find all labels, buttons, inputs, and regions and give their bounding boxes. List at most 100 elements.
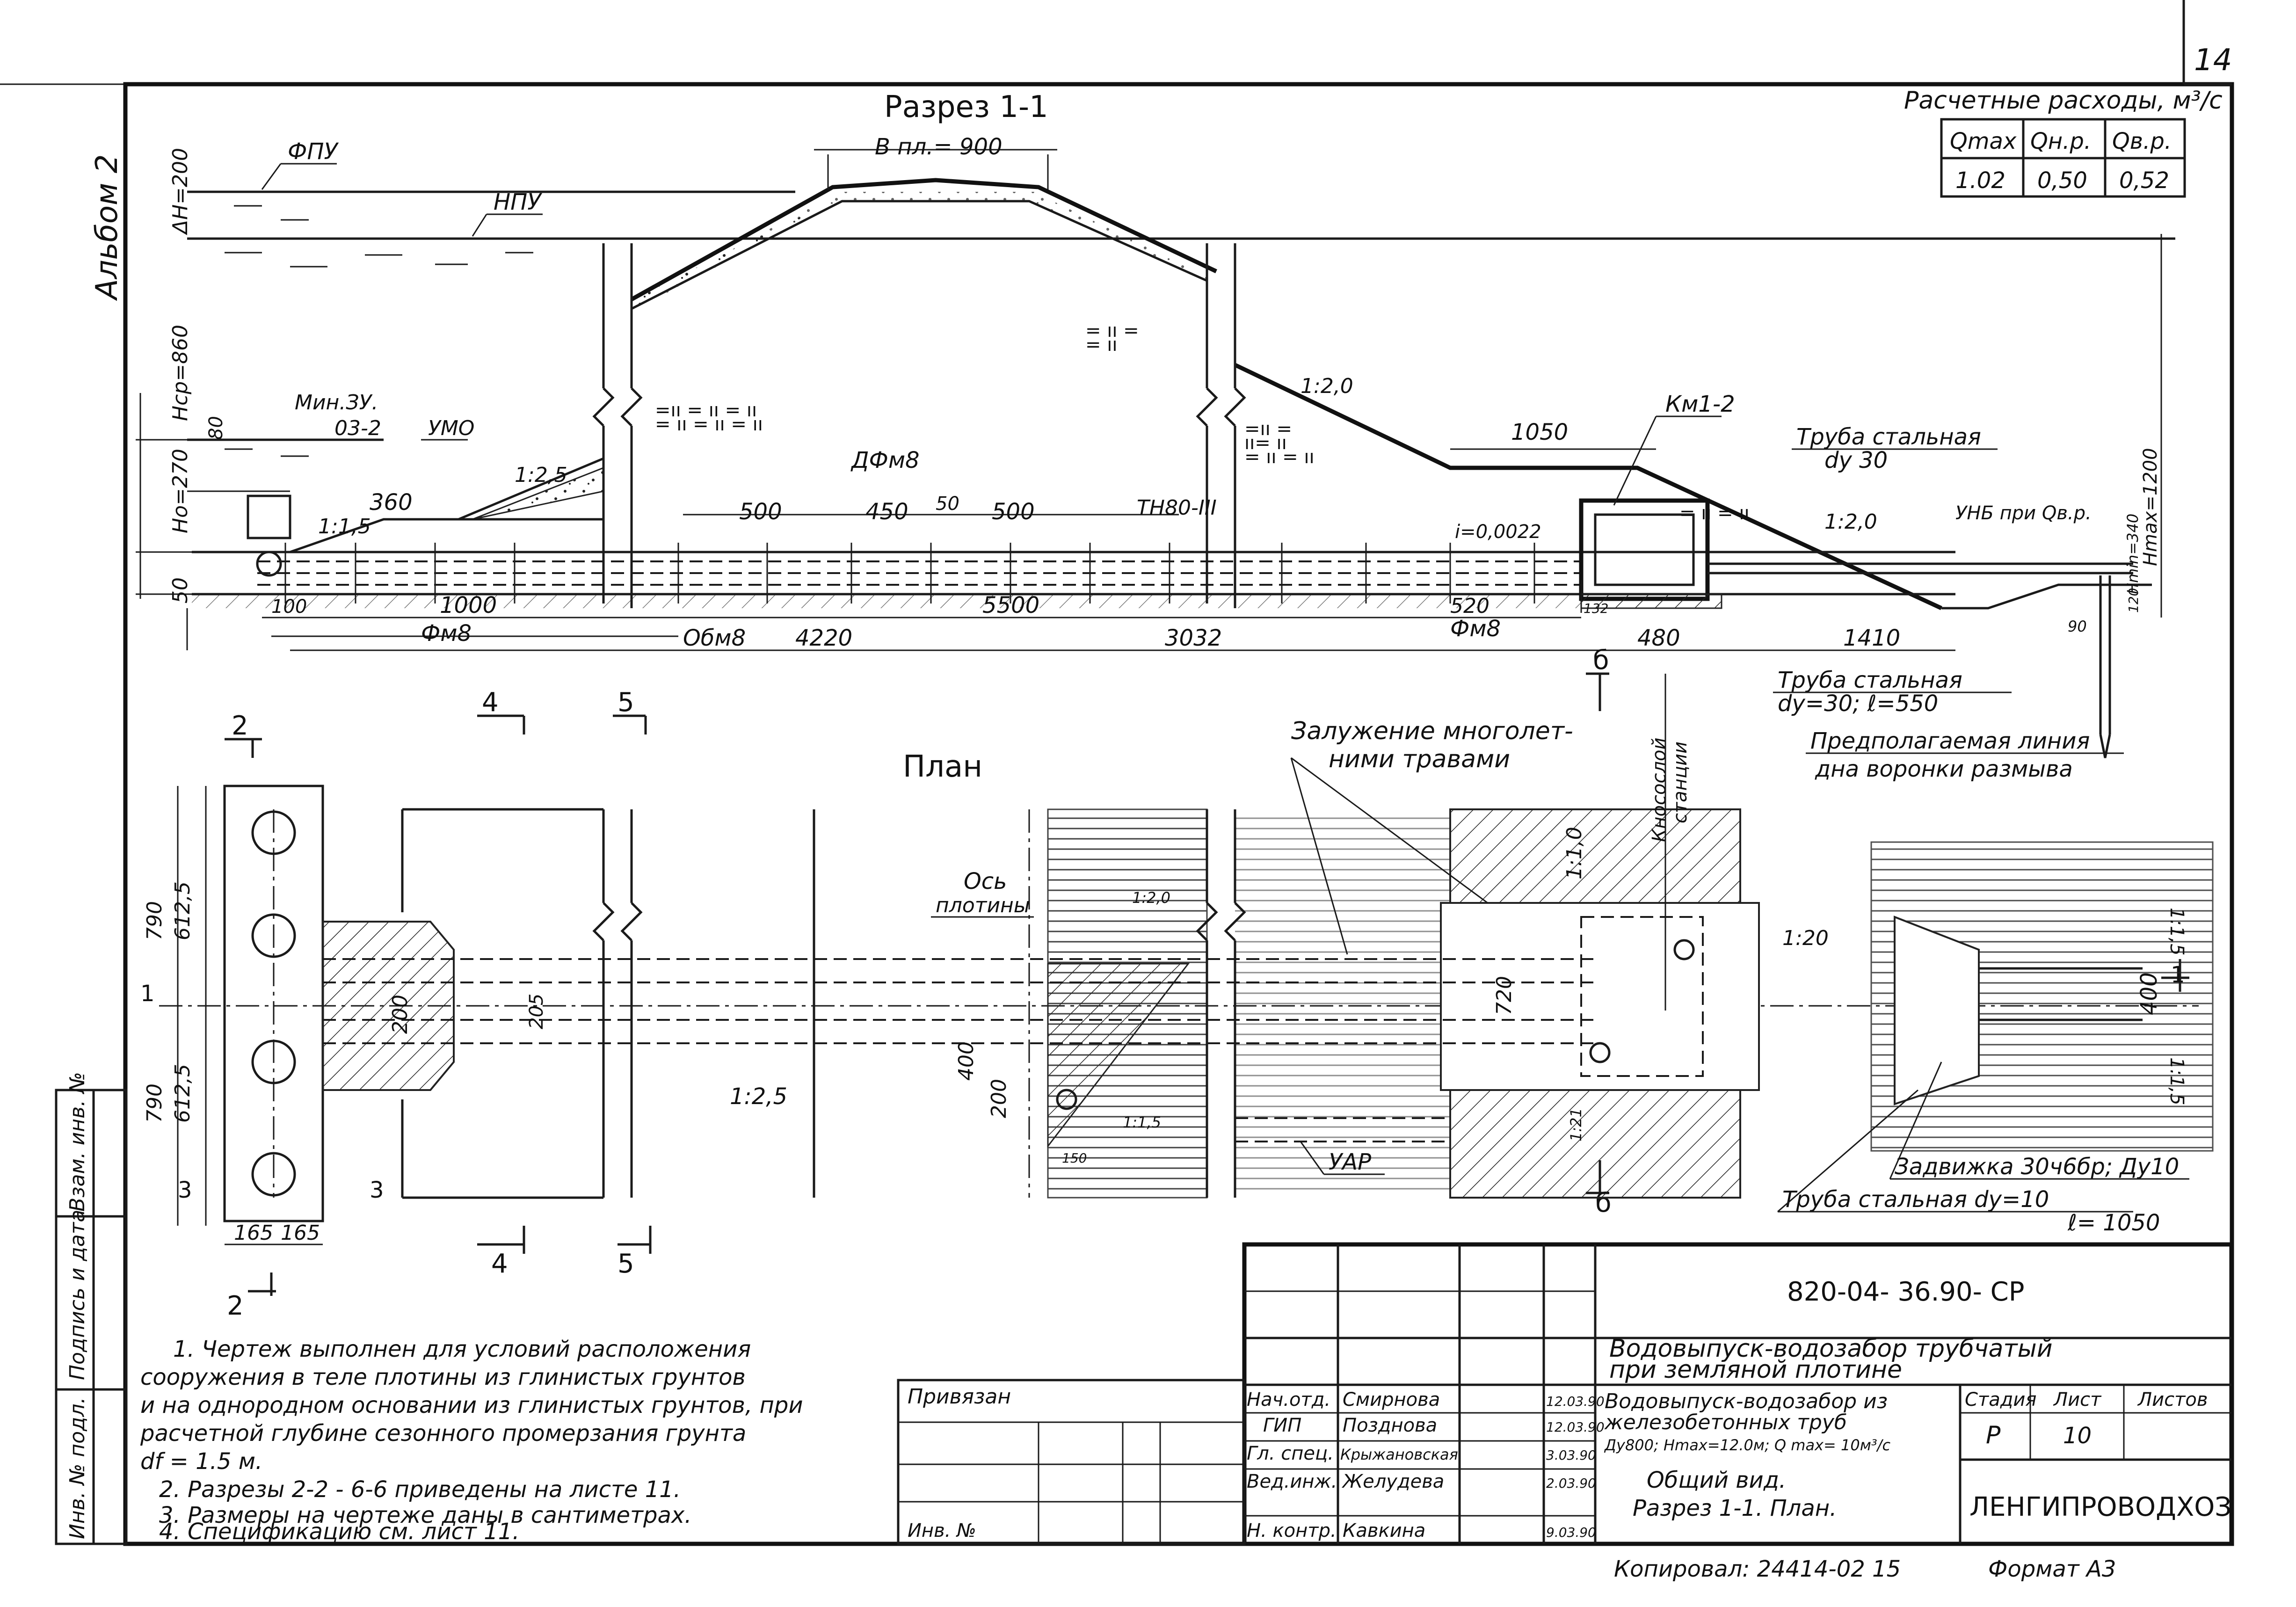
d120-label: 120 bbox=[2126, 588, 2141, 613]
tb-name-1: Смирнова bbox=[1343, 1389, 1440, 1411]
tb-copied: Копировал: 24414-02 15 bbox=[1614, 1556, 1901, 1582]
tb-role-2: ГИП bbox=[1263, 1415, 1301, 1436]
d450-label: 450 bbox=[865, 499, 908, 525]
flow-v3: 0,52 bbox=[2119, 167, 2169, 194]
d500a-label: 500 bbox=[739, 499, 782, 525]
d1050-label: 1050 bbox=[1511, 419, 1568, 445]
section-title: Разрез 1-1 bbox=[884, 90, 1048, 124]
d480-label: 480 bbox=[1637, 625, 1680, 651]
svg-text:=ıı = ıı = ıı: =ıı = ıı = ıı bbox=[655, 400, 757, 421]
tb-title-2: при земляной плотине bbox=[1609, 1356, 1902, 1384]
grass-label-1: Залужение многолет- bbox=[1291, 717, 1573, 745]
slope-i-label: i=0,0022 bbox=[1455, 521, 1541, 543]
break-lines bbox=[592, 243, 1246, 608]
tb-stage-h: Стадия bbox=[1965, 1389, 2036, 1411]
fm8b-label: Фм8 bbox=[1450, 616, 1501, 642]
obm8-label: Обм8 bbox=[683, 625, 746, 651]
slope-20p-label: 1:2,0 bbox=[1132, 889, 1170, 907]
soil-marks: = ıı = = ıı =ıı = ıı = ıı = ıı = ıı = ıı… bbox=[655, 320, 1750, 524]
stamp-podpis: Подпись и дата bbox=[65, 1210, 89, 1380]
cut4-top: 4 bbox=[482, 687, 499, 718]
pipe-section bbox=[192, 494, 2152, 758]
flow-h3: Qв.р. bbox=[2112, 128, 2172, 154]
tb-name-5: Кавкина bbox=[1343, 1520, 1425, 1542]
flow-table bbox=[1940, 118, 2186, 198]
title-block bbox=[897, 1242, 2234, 1546]
hmin-label: Нmin=340 bbox=[2124, 514, 2142, 594]
tb-sheet-h: Лист bbox=[2053, 1389, 2102, 1411]
tb-title-1: Водовыпуск-водозабор трубчатый bbox=[1609, 1335, 2053, 1363]
cut2-top: 2 bbox=[232, 711, 248, 741]
note-line-5: df = 1.5 м. bbox=[140, 1448, 262, 1475]
grass-label-2: ними травами bbox=[1329, 745, 1510, 773]
d132-label: 132 bbox=[1584, 601, 1608, 616]
flow-v2: 0,50 bbox=[2037, 167, 2087, 194]
plan-title: План bbox=[903, 749, 982, 784]
note-line-7: 3. Размеры на чертеже даны в сантиметрах… bbox=[159, 1502, 692, 1528]
slope-20c-label: 1:20 bbox=[1782, 926, 1829, 950]
d6125a-label: 612,5 bbox=[171, 881, 195, 940]
d50b-label: 50 bbox=[936, 493, 959, 515]
left-stamp bbox=[55, 1089, 128, 1545]
d400b-label: 400 bbox=[2136, 972, 2162, 1015]
pipe-steel-label: Труба стальная bbox=[1796, 424, 1981, 450]
flow-h1: Qmax bbox=[1950, 128, 2017, 154]
pipe-dy10-label: Труба стальная dу=10 bbox=[1782, 1186, 2049, 1213]
cut4-bot: 4 bbox=[491, 1249, 508, 1279]
tb-format: Формат А3 bbox=[1988, 1556, 2116, 1582]
tb-privyazan: Привязан bbox=[908, 1385, 1011, 1409]
tb-role-1: Нач.отд. bbox=[1247, 1389, 1330, 1411]
tb-role-3: Гл. спец. bbox=[1247, 1443, 1334, 1464]
tb-role-5: Н. контр. bbox=[1247, 1520, 1337, 1542]
hsr-label: Нср=860 bbox=[168, 325, 192, 421]
l1050-label: ℓ= 1050 bbox=[2067, 1210, 2160, 1236]
dim1000-label: 1000 bbox=[440, 592, 497, 618]
note-line-8: 4. Спецификацию см. лист 11. bbox=[159, 1519, 519, 1545]
note-line-2: сооружения в теле плотины из глинистых г… bbox=[140, 1364, 746, 1390]
axis-label-2: плотины bbox=[936, 894, 1030, 917]
dfm8-label: ДФм8 bbox=[850, 447, 920, 473]
svg-text:= ıı: = ıı bbox=[1085, 334, 1117, 356]
dim100-label: 100 bbox=[271, 596, 307, 618]
d150-label: 150 bbox=[1062, 1150, 1087, 1166]
cut5-bot: 5 bbox=[618, 1249, 634, 1279]
svg-text:= ıı = ıı = ıı: = ıı = ıı = ıı bbox=[655, 414, 763, 435]
d790b-label: 790 bbox=[143, 1083, 167, 1123]
plan-break-lines bbox=[401, 808, 1246, 1199]
pipe-joints bbox=[284, 543, 1535, 604]
slope-15: 1:1,5 bbox=[318, 515, 371, 538]
svg-text:= ıı = ıı: = ıı = ıı bbox=[1679, 502, 1750, 524]
tb-desc-4: Общий вид. bbox=[1647, 1467, 1786, 1493]
tb-desc-3: Ду800; Нmax=12.0м; Q max= 10м³/с bbox=[1604, 1436, 1890, 1454]
tb-sheet: 10 bbox=[2063, 1423, 2092, 1449]
d90-label: 90 bbox=[2068, 618, 2087, 635]
flow-h2: Qн.р. bbox=[2030, 128, 2091, 154]
hmax-label: Нmax=1200 bbox=[2140, 448, 2161, 566]
tb-desc-5: Разрез 1-1. План. bbox=[1633, 1495, 1837, 1521]
axis-label-1: Ось bbox=[964, 868, 1007, 894]
cut3-right: 3 bbox=[370, 1177, 384, 1203]
note-line-4: расчетной глубине сезонного промерзания … bbox=[140, 1420, 746, 1447]
tb-role-4: Вед.инж. bbox=[1247, 1471, 1337, 1492]
dim360-label: 360 bbox=[370, 489, 413, 516]
slope-20b: 1:2,0 bbox=[1824, 510, 1877, 534]
stantsii-label: станции bbox=[1670, 742, 1691, 823]
plan-slopes bbox=[322, 808, 2214, 1199]
tb-inv: Инв. № bbox=[908, 1520, 976, 1542]
stamp-vzam: Взам. инв. № bbox=[65, 1072, 89, 1212]
tn80-label: ТН80-III bbox=[1137, 496, 1217, 520]
svg-text:= ıı =: = ıı = bbox=[1085, 320, 1139, 342]
erosion-label-2: дна воронки размыва bbox=[1815, 756, 2073, 782]
d720-label: 720 bbox=[1492, 976, 1516, 1015]
d200b-label: 200 bbox=[987, 1079, 1011, 1118]
d5500-label: 5500 bbox=[982, 592, 1039, 618]
dh-label: ΔН=200 bbox=[168, 148, 192, 235]
plan-pipes bbox=[323, 916, 2143, 1142]
dy30-label: dу 30 bbox=[1824, 447, 1888, 473]
section-dimensions bbox=[136, 234, 2162, 651]
cut3-left: 3 bbox=[178, 1177, 192, 1203]
cut1-left: 1 bbox=[140, 981, 155, 1007]
d790a-label: 790 bbox=[143, 901, 167, 940]
note-line-1: 1. Чертеж выполнен для условий расположе… bbox=[173, 1336, 751, 1362]
d1410-label: 1410 bbox=[1843, 625, 1900, 651]
